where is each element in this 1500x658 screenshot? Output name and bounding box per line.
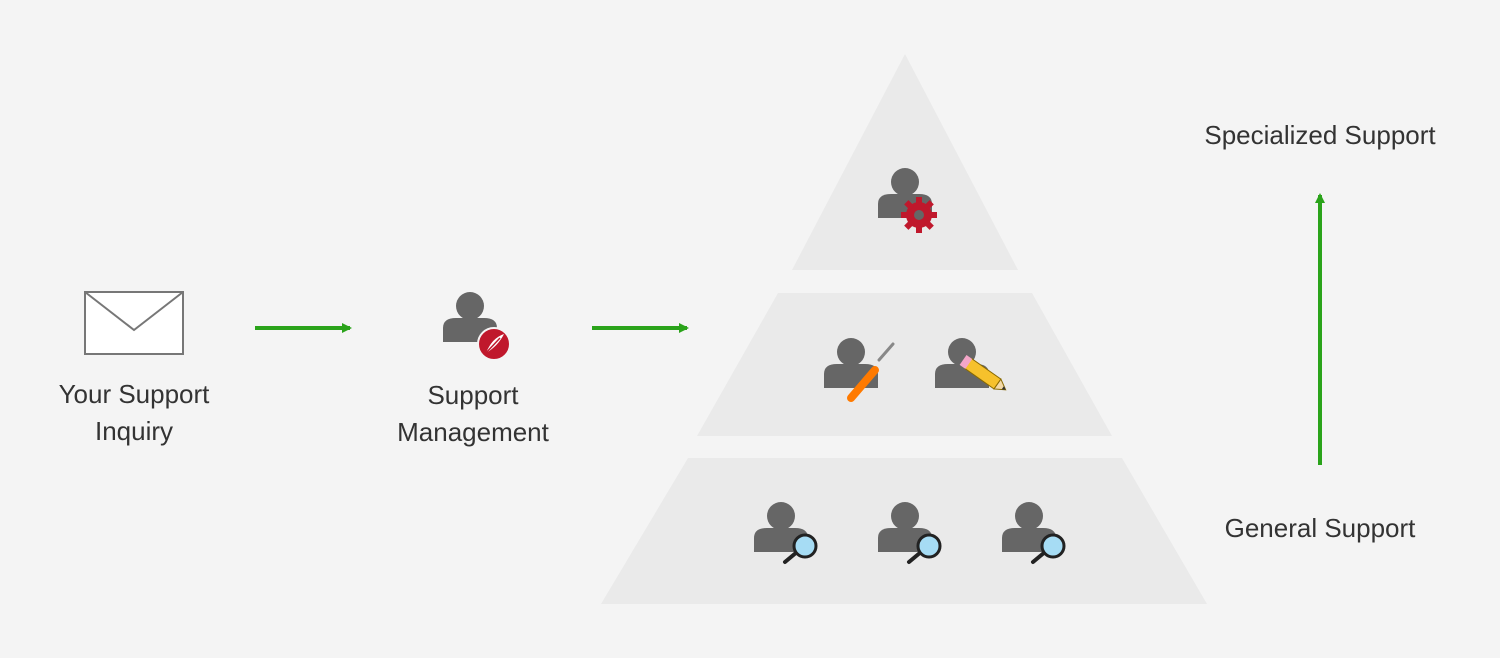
inquiry-label: Your Support Inquiry [34, 376, 234, 450]
person-feather-badge-icon [443, 292, 511, 361]
person-magnifier-icon [754, 502, 818, 564]
inquiry-label-line2: Inquiry [94, 416, 174, 446]
person-magnifier-icon [878, 502, 942, 564]
person-magnifier-icon [1002, 502, 1066, 564]
inquiry-label-line1: Your Support [58, 379, 210, 409]
person-gear-icon [878, 168, 937, 233]
pyramid-middle-tier [697, 293, 1112, 436]
management-label-line2: Management [397, 417, 549, 447]
pyramid-top-tier [792, 54, 1018, 270]
person-screwdriver-icon [824, 338, 895, 402]
specialized-support-label: Specialized Support [1204, 120, 1436, 150]
general-support-label: General Support [1224, 513, 1416, 543]
person-pencil-icon [935, 338, 1007, 391]
management-label: Support Management [373, 377, 573, 451]
management-label-line1: Support [427, 380, 519, 410]
envelope-icon [84, 291, 184, 355]
